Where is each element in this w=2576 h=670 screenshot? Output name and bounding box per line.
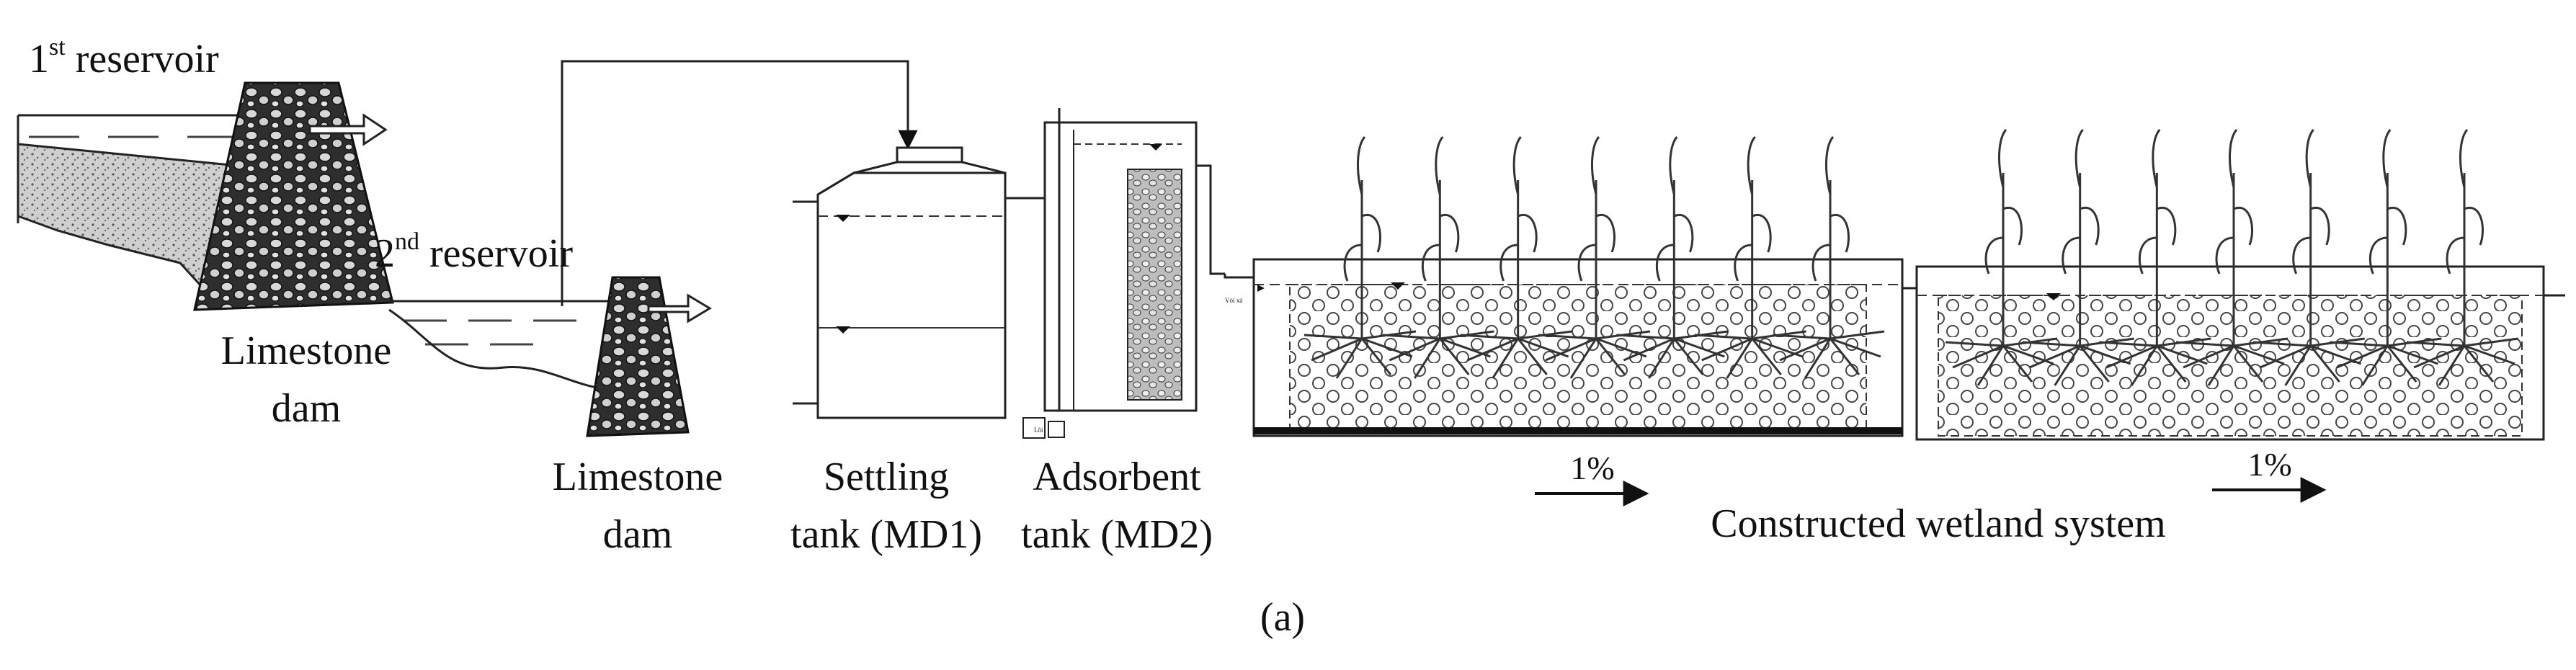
limestone-dam-1-label-line2: dam (272, 386, 341, 431)
second-reservoir-label: 2nd reservoir (375, 228, 573, 276)
wetland-cell-2-media (1938, 295, 2523, 437)
reed-plants (1303, 128, 2519, 386)
overflow-arrow-1 (308, 113, 388, 146)
reed-plant-icon (1772, 135, 1885, 379)
slope-label-1: 1% (1570, 450, 1614, 486)
slope-label-2: 1% (2247, 446, 2291, 483)
adsorbent-media (1127, 169, 1182, 401)
adsorbent-tank-label-line1: Adsorbent (1033, 455, 1201, 499)
constructed-wetland (1252, 128, 2565, 506)
limestone-dam-2 (586, 276, 690, 437)
wetland-system-label: Constructed wetland system (1711, 501, 2165, 546)
panel-label: (a) (1260, 595, 1305, 640)
adsorbent-tank: Lôi Vòi xả (1022, 108, 1254, 439)
reed-plant-icon (2330, 128, 2442, 386)
settling-tank-label-line1: Settling (824, 455, 949, 499)
adsorbent-outlet-pipe (1196, 164, 1225, 275)
limestone-dam-1 (193, 81, 394, 311)
reed-plant-icon (1382, 135, 1494, 379)
reed-plant-icon (2099, 128, 2211, 386)
second-reservoir-bed (388, 308, 613, 390)
svg-text:Vòi xả: Vòi xả (1225, 297, 1242, 304)
reed-plant-icon (2252, 128, 2365, 386)
reed-plant-icon (2406, 128, 2519, 386)
reed-plant-icon (2022, 128, 2134, 386)
settling-tank-label-line2: tank (MD1) (790, 512, 982, 557)
reed-plant-icon (1694, 135, 1806, 379)
settling-tank (793, 146, 1061, 419)
reed-plant-icon (2175, 128, 2288, 386)
settling-tank-body (816, 161, 1007, 419)
reed-plant-icon (1945, 128, 2058, 386)
reed-plant-icon (1616, 135, 1729, 379)
adsorbent-tank-label-line2: tank (MD2) (1021, 512, 1213, 557)
water-level-triangle-icon (1391, 282, 1405, 290)
water-level-triangle-icon (836, 326, 850, 334)
water-level-triangle-icon (836, 215, 850, 222)
reed-plant-icon (1460, 135, 1572, 379)
overflow-arrow-2 (647, 293, 712, 323)
feed-pipe (561, 60, 918, 306)
water-level-triangle-icon (1149, 144, 1162, 151)
limestone-dam-2-label-line1: Limestone (553, 455, 723, 499)
second-reservoir-water-dash (404, 319, 576, 346)
limestone-dam-2-label-line2: dam (603, 512, 672, 557)
water-level-triangle-icon (2046, 293, 2061, 300)
svg-text:Lôi: Lôi (1034, 426, 1043, 434)
reed-plant-icon (1303, 135, 1417, 379)
reed-plant-icon (1538, 135, 1651, 379)
reservoir-section (17, 60, 918, 437)
first-reservoir-label: 1st reservoir (29, 34, 219, 81)
wetland-cell-1-media (1289, 284, 1867, 433)
limestone-dam-1-label-line1: Limestone (221, 329, 391, 373)
